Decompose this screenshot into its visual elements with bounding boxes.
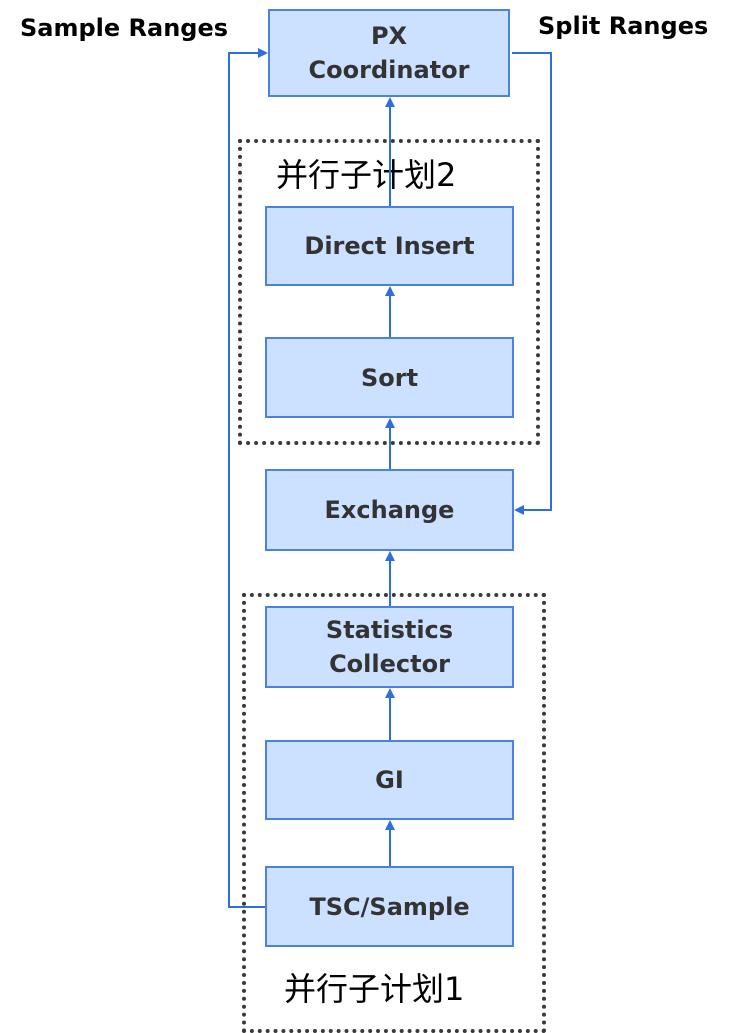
parallel-subplan-1-group bbox=[242, 593, 546, 1033]
parallel-subplan-2-label: 并行子计划2 bbox=[276, 156, 457, 194]
px-coordinator-node: PX Coordinator bbox=[268, 9, 510, 97]
exchange-label: Exchange bbox=[324, 496, 455, 524]
arrow-split-ranges bbox=[512, 52, 552, 515]
gi-label: GI bbox=[375, 766, 404, 794]
parallel-subplan-1-label: 并行子计划1 bbox=[284, 970, 465, 1008]
direct-insert-label: Direct Insert bbox=[304, 232, 475, 260]
statistics-collector-node: Statistics Collector bbox=[265, 606, 514, 688]
split-ranges-label: Split Ranges bbox=[538, 12, 709, 40]
gi-node: GI bbox=[265, 740, 514, 820]
statistics-collector-label: Statistics Collector bbox=[325, 616, 454, 678]
px-coordinator-label: PX Coordinator bbox=[308, 22, 470, 84]
exchange-node: Exchange bbox=[265, 469, 514, 551]
direct-insert-node: Direct Insert bbox=[265, 206, 514, 286]
sample-ranges-label: Sample Ranges bbox=[20, 14, 229, 42]
tsc-sample-node: TSC/Sample bbox=[265, 866, 514, 947]
arrow-sample-ranges bbox=[228, 48, 268, 908]
sort-node: Sort bbox=[265, 337, 514, 418]
sort-label: Sort bbox=[360, 363, 419, 392]
tsc-sample-label: TSC/Sample bbox=[309, 892, 470, 921]
